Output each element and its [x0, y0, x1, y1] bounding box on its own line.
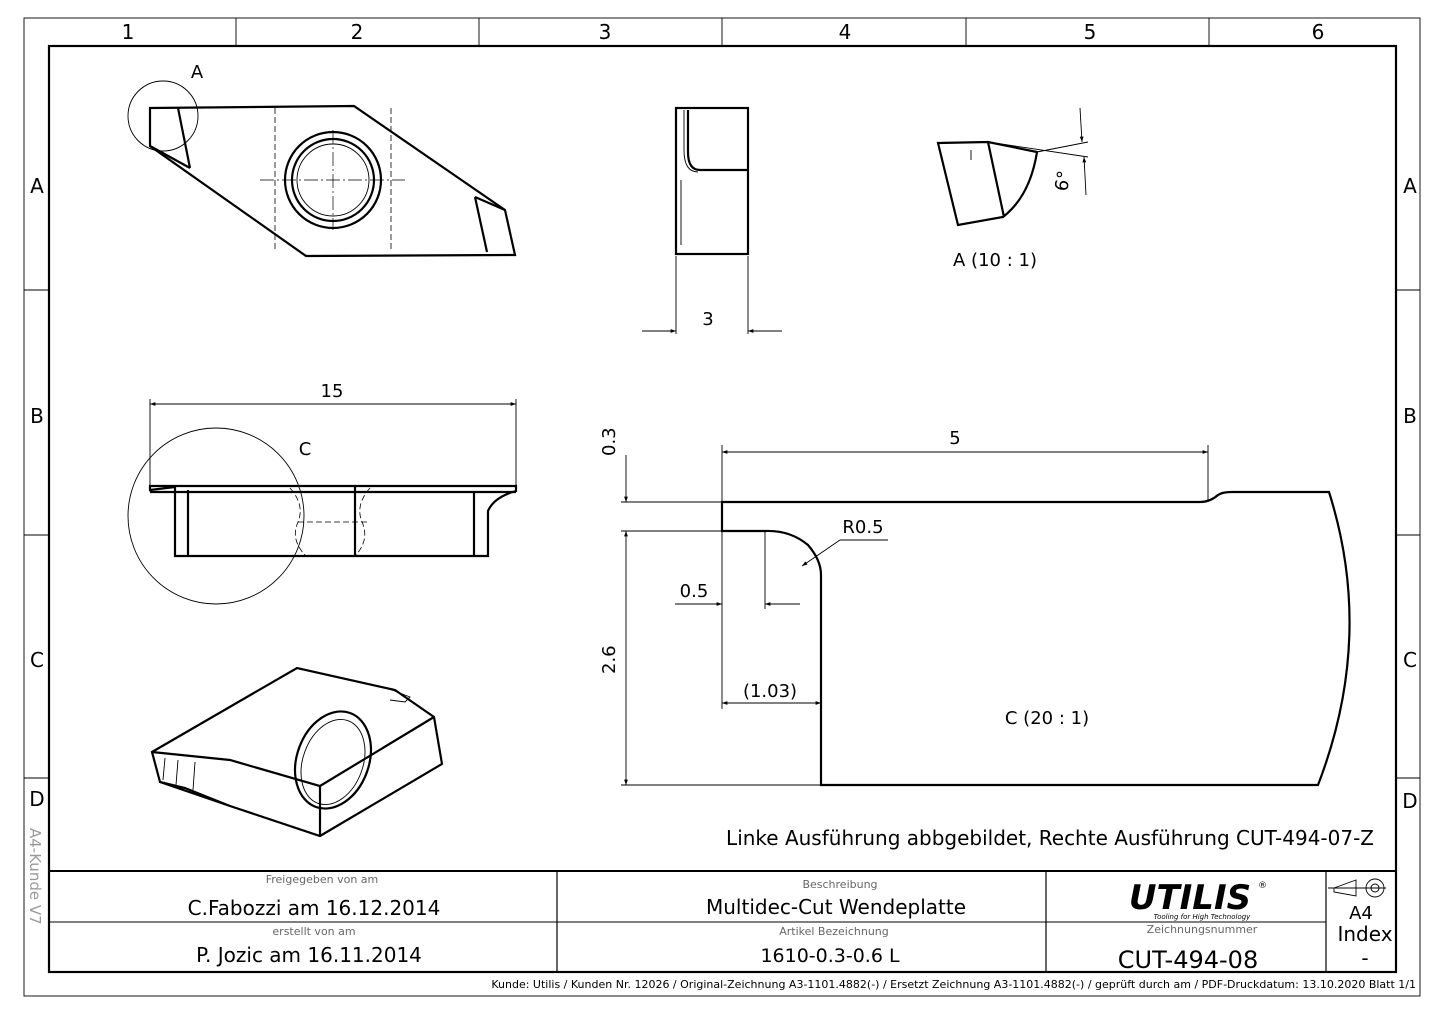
top-view	[127, 80, 517, 258]
grid-row-label: A	[30, 174, 44, 198]
description-value: Multidec-Cut Wendeplatte	[706, 895, 966, 919]
article-value: 1610-0.3-0.6 L	[760, 945, 900, 967]
index-value: -	[1361, 946, 1368, 970]
detail-c-view	[621, 445, 1351, 787]
detail-c-circle	[127, 427, 305, 605]
grid-ticks	[24, 18, 1420, 779]
detail-a-view	[936, 107, 1089, 227]
article-caption: Artikel Bezeichnung	[779, 925, 889, 938]
grid-column-label: 5	[1084, 20, 1097, 44]
dim-reference: (1.03)	[743, 681, 797, 702]
detail-a-angle: 6°	[1051, 169, 1075, 193]
detail-a-label: A (10 : 1)	[953, 250, 1037, 271]
grid-row-label: A	[1403, 174, 1417, 198]
drawing-number-caption: Zeichnungsnummer	[1147, 923, 1258, 936]
grid-row-label: D	[29, 787, 44, 811]
side-view	[642, 106, 782, 334]
drawing-frame	[47, 44, 1398, 974]
released-value: C.Fabozzi am 16.12.2014	[188, 896, 441, 920]
brand-tagline: Tooling for High Technology	[1154, 913, 1252, 921]
detail-c-label: C (20 : 1)	[1005, 708, 1089, 729]
description-caption: Beschreibung	[802, 878, 877, 891]
released-caption: Freigegeben von am	[266, 873, 379, 886]
dim-step: 0.3	[599, 427, 620, 456]
index-caption: Index	[1337, 922, 1392, 946]
sheet-format-label: A4-Kunde V7	[26, 828, 44, 925]
front-length-dim: 15	[321, 381, 344, 402]
detail-c-marker: C	[299, 439, 312, 460]
grid-row-label: B	[30, 404, 44, 428]
dim-width-small: 0.5	[680, 581, 709, 602]
brand-registered-mark: ®	[1258, 881, 1267, 891]
isometric-view	[150, 666, 444, 838]
projection-symbol-icon	[1328, 878, 1386, 898]
detail-a-circle	[127, 80, 199, 152]
front-view	[127, 399, 518, 605]
grid-column-label: 1	[122, 20, 135, 44]
created-caption: erstellt von am	[272, 925, 355, 938]
grid-row-label: C	[1403, 648, 1417, 672]
grid-column-label: 6	[1312, 20, 1325, 44]
grid-column-label: 2	[351, 20, 364, 44]
grid-row-label: C	[30, 648, 44, 672]
grid-row-label: B	[1403, 404, 1417, 428]
paper-size: A4	[1349, 903, 1373, 924]
footer-line: Kunde: Utilis / Kunden Nr. 12026 / Origi…	[491, 978, 1416, 991]
brand-logo: UTILIS	[1129, 878, 1251, 918]
title-block-lines	[49, 870, 1396, 972]
detail-a-marker: A	[191, 62, 204, 83]
drawing-number: CUT-494-08	[1118, 946, 1258, 974]
created-value: P. Jozic am 16.11.2014	[196, 943, 422, 967]
drawing-note: Linke Ausführung abbgebildet, Rechte Aus…	[726, 826, 1374, 850]
side-width-dim: 3	[702, 309, 713, 330]
dim-top-length: 5	[949, 428, 960, 449]
dim-height: 2.6	[599, 645, 620, 674]
grid-column-label: 4	[839, 20, 852, 44]
grid-row-label: D	[1402, 789, 1417, 813]
dim-radius: R0.5	[842, 517, 883, 538]
grid-column-label: 3	[599, 20, 612, 44]
